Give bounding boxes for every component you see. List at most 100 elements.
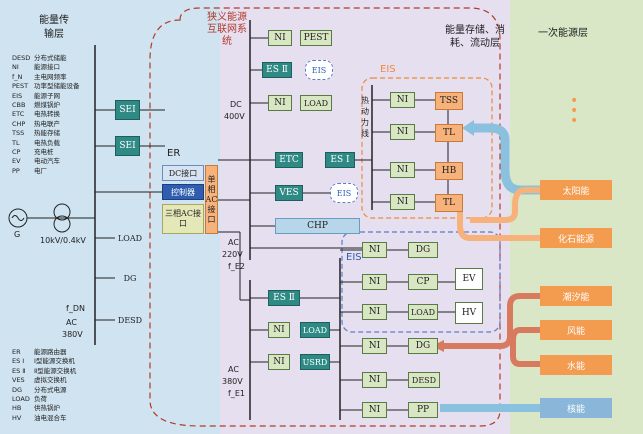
legend-abbr: ETC (12, 110, 25, 119)
legend-row: CBB 燃煤锅炉 (12, 99, 60, 109)
legend-abbr: ES Ⅰ (12, 357, 25, 366)
heat-eis-title: EIS (380, 64, 396, 75)
legend-desc: 供热锅炉 (34, 404, 60, 413)
legend-abbr: TSS (12, 129, 25, 138)
legend-desc: 热能存储 (34, 129, 60, 138)
legend-desc: 充电桩 (34, 148, 54, 156)
legend-row: EV 电动汽车 (12, 155, 60, 165)
ac380-dg-box: DG (408, 338, 438, 354)
legend-abbr: DESD (12, 54, 31, 62)
dc-label: DC (230, 100, 242, 109)
system-title: 狭义能源互联网系统 (207, 12, 247, 47)
legend-row: CP 充电桩 (12, 146, 54, 156)
dc-eis-box: EIS (305, 60, 333, 80)
ac380-ni-pp: NI (362, 402, 387, 418)
primary-source-box: 风能 (540, 320, 612, 340)
legend-abbr: NI (12, 63, 19, 72)
left-fdn-label: f_DN (66, 304, 85, 313)
heat-ni-a: NI (390, 92, 415, 108)
legend-desc: 燃煤锅炉 (34, 101, 60, 109)
legend-desc: 电动汽车 (34, 157, 60, 166)
legend-abbr: PEST (12, 82, 29, 91)
primary-source-box: 核能 (540, 398, 612, 418)
heat-bus-label: 热动力线 (361, 96, 369, 138)
left-ac-label: AC (66, 318, 77, 327)
heat-ni-c: NI (390, 162, 415, 178)
left-desd-box: DESD (117, 315, 143, 325)
left-dg-box: DG (123, 273, 137, 283)
transformer-label: 10kV/0.4kV (40, 236, 86, 245)
left-voltage-label: 380V (62, 330, 83, 339)
router-controller: 控制器 (162, 184, 204, 200)
generator-label: G (14, 230, 21, 239)
legend-abbr: HB (12, 404, 22, 413)
legend-desc: 能源子网 (34, 91, 60, 100)
tss-box: TSS (435, 92, 463, 110)
legend-row: PEST 功率型储能设备 (12, 80, 80, 90)
legend-row: HB 供热锅炉 (12, 402, 60, 412)
legend-abbr: LOAD (12, 395, 30, 403)
eis-cp-box: CP (408, 274, 438, 290)
heat-eis-small-box: EIS (330, 183, 358, 203)
ac380-desd-box: DESD (408, 372, 440, 388)
legend-abbr: EV (12, 157, 21, 166)
legend-desc: 油电混合车 (34, 413, 67, 422)
legend-abbr: PP (12, 166, 20, 175)
eis-hv-box: HV (455, 302, 483, 324)
ac380-frequency: f_E1 (228, 389, 245, 398)
legend-desc: 虚拟交换机 (34, 376, 67, 385)
ac220-frequency: f_E2 (228, 262, 245, 271)
transmission-layer-title: 能量传输层 (39, 15, 69, 40)
more-dots: ••• (570, 93, 579, 129)
legend-abbr: f_N (12, 72, 23, 81)
etc-box: ETC (275, 152, 303, 168)
legend-row: ES Ⅰ Ⅰ型能源交换机 (12, 355, 75, 365)
primary-source-box: 潮汐能 (540, 286, 612, 306)
primary-source-box: 水能 (540, 355, 612, 375)
legend-abbr: TL (12, 138, 20, 147)
legend-row: ES Ⅱ Ⅱ型能源交换机 (12, 365, 76, 375)
router-label: ER (167, 148, 181, 159)
legend-desc: Ⅱ型能源交换机 (34, 366, 77, 375)
legend-abbr: CBB (12, 101, 26, 109)
ac380-ni-dg: NI (362, 338, 387, 354)
legend-desc: Ⅰ型能源交换机 (34, 357, 75, 366)
ac380-ni-usrd: NI (268, 354, 290, 370)
usrd-box: USRD (300, 354, 330, 370)
router-single-phase-port: 单相AC接口 (205, 165, 218, 234)
storage-layer-title: 能量存储、消耗、流动层 (445, 25, 505, 49)
legend-abbr: ER (12, 348, 21, 356)
router-dc-port: DC接口 (162, 165, 204, 181)
legend-abbr: CP (12, 148, 21, 156)
legend-desc: 电热负载 (34, 138, 60, 147)
dc-es2-box: ES Ⅱ (262, 62, 292, 78)
router-three-phase-port: 三相AC接口 (162, 204, 204, 234)
eis-ni-2: NI (362, 274, 387, 290)
legend-abbr: EIS (12, 91, 23, 100)
ac380-ni-desd: NI (362, 372, 387, 388)
dc-load-box: LOAD (300, 95, 332, 111)
chp-box: CHP (275, 218, 360, 234)
legend-row: TL 电热负载 (12, 137, 60, 147)
eis-ev-box: EV (455, 268, 483, 290)
legend-desc: 热电联产 (34, 119, 60, 128)
ac380-label: AC (228, 365, 239, 374)
primary-layer-title: 一次能源层 (538, 28, 588, 39)
ac380-voltage: 380V (222, 377, 243, 386)
legend-desc: 功率型储能设备 (34, 82, 80, 91)
lower-eis-title: EIS (346, 252, 362, 263)
left-load-box: LOAD (117, 233, 143, 243)
dc-ni-2: NI (268, 95, 292, 111)
legend-abbr: CHP (12, 119, 26, 128)
legend-abbr: ES Ⅱ (12, 366, 26, 375)
eis-ni-3: NI (362, 304, 387, 320)
